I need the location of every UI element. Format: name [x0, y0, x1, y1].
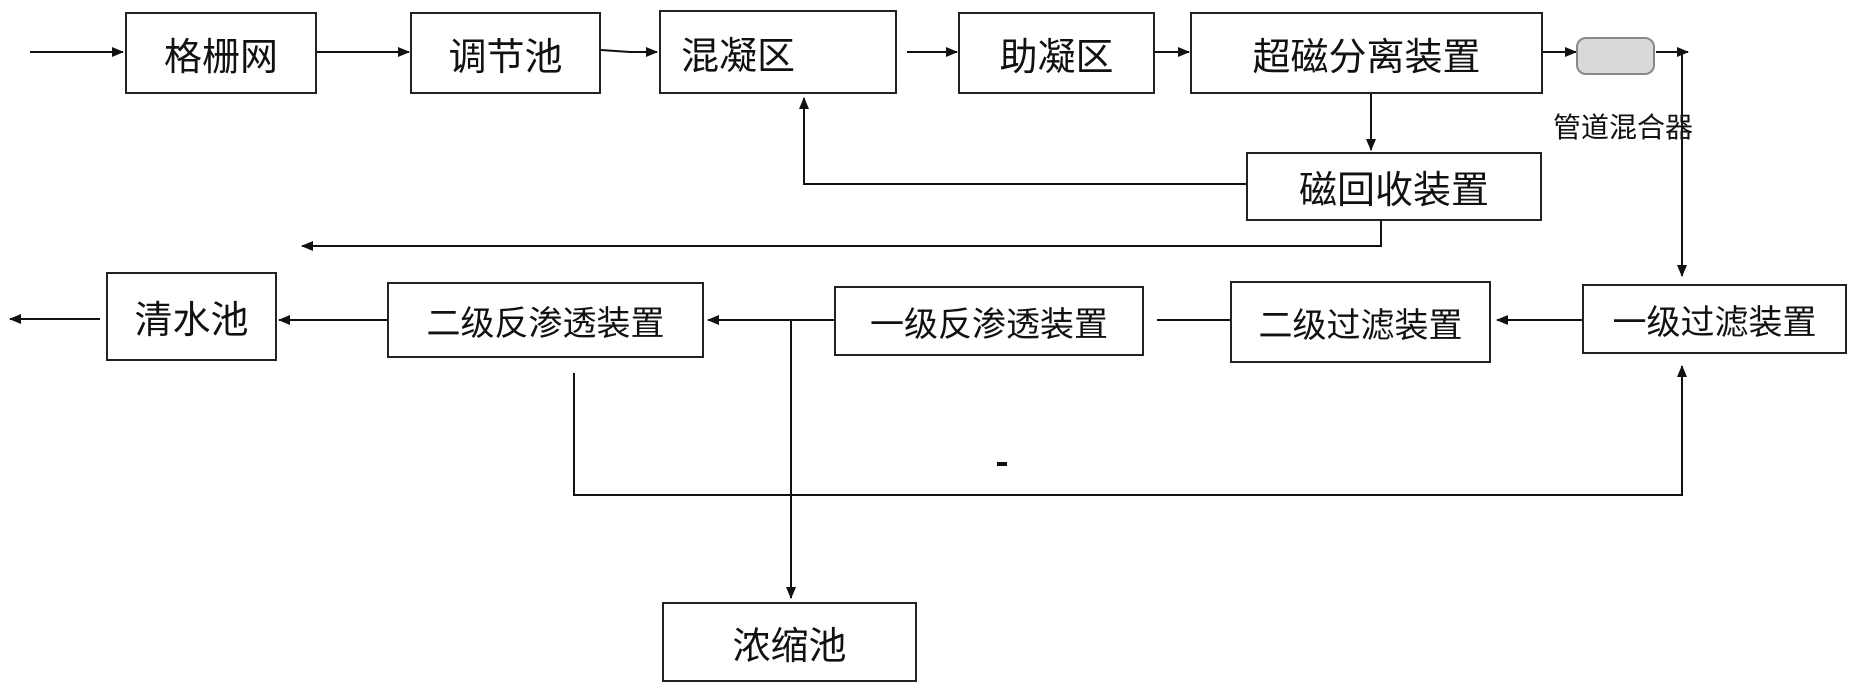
pipeline-mixer-shape	[1576, 37, 1655, 75]
arrow-equalization-to-coagulation	[600, 47, 658, 57]
arrow-recovery-to-coagulation	[799, 97, 1246, 185]
node-concentrate: 浓缩池	[662, 602, 917, 682]
node-flocculation: 助凝区	[958, 12, 1155, 94]
node-primary-filter: 一级过滤装置	[1582, 284, 1847, 354]
dash-mark	[997, 462, 1007, 466]
node-super-magnetic: 超磁分离装置	[1190, 12, 1543, 94]
node-coagulation: 混凝区	[659, 10, 897, 94]
node-pipeline-mixer-label: 管道混合器	[1553, 111, 1694, 144]
node-primary-ro: 一级反渗透装置	[834, 286, 1144, 356]
node-secondary-ro: 二级反渗透装置	[387, 282, 704, 358]
node-equalization: 调节池	[410, 12, 601, 94]
node-clear-water: 清水池	[106, 272, 277, 361]
arrow-recycle-to-primary-filter	[573, 365, 1687, 496]
node-secondary-filter: 二级过滤装置	[1230, 281, 1491, 363]
arrow-recovery-outlet	[301, 221, 1382, 251]
node-grille: 格栅网	[125, 12, 317, 94]
node-magnetic-recovery: 磁回收装置	[1246, 152, 1542, 221]
